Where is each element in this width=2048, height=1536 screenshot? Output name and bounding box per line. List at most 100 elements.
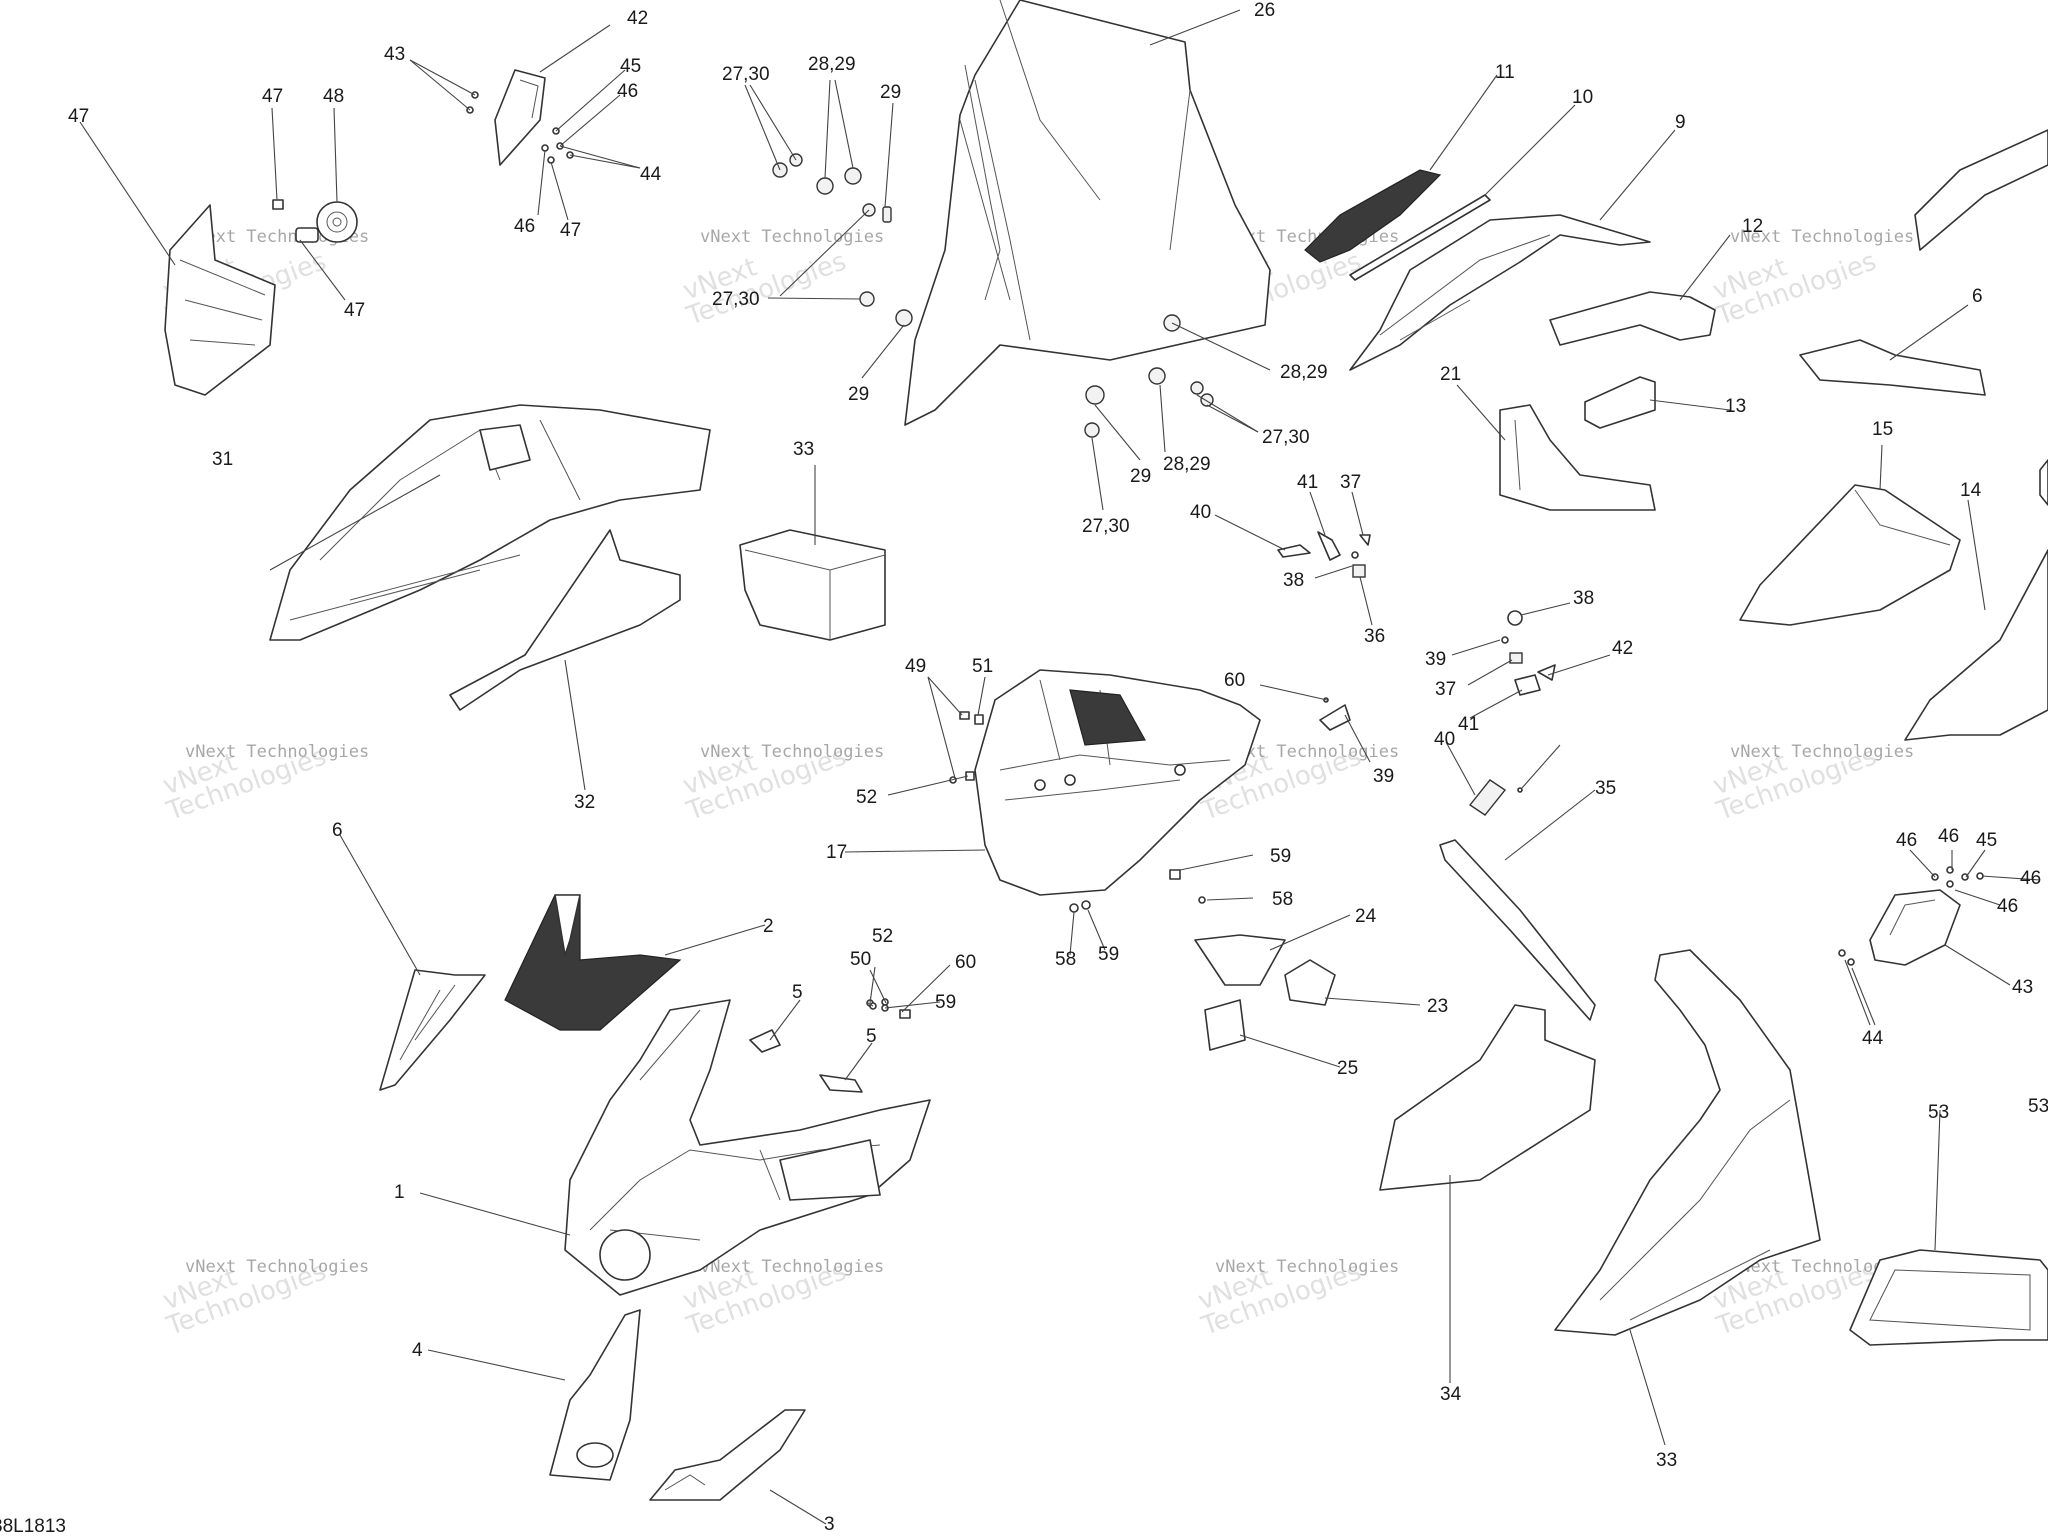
callout-53-a: 51 (972, 656, 993, 677)
svg-text:vNext Technologies: vNext Technologies (185, 1257, 369, 1277)
callout-15: 14 (1960, 480, 1982, 501)
part-51-reflector (316, 201, 358, 243)
callout-25: 25 (1337, 1058, 1358, 1079)
part-4-lower-cover (549, 1309, 641, 1481)
callout-44-top: 43 (384, 44, 405, 65)
part-1-hood (564, 999, 931, 1296)
svg-text:vNext Technologies: vNext Technologies (700, 1257, 884, 1277)
callout-59-b: 59 (1098, 944, 1119, 965)
part-right-edge (2039, 459, 2048, 506)
part-37-42-latches-mid (1468, 610, 1556, 816)
svg-text:vNext Technologies: vNext Technologies (700, 742, 884, 762)
callout-29-c: 29 (1130, 466, 1151, 487)
callout-24: 24 (1355, 906, 1377, 927)
callout-46-top: 45 (620, 56, 641, 77)
callout-27-30-b: 27,30 (712, 289, 760, 310)
callout-21: 17 (826, 842, 847, 863)
callout-58-a: 58 (1272, 889, 1293, 910)
part-17-panel (1739, 484, 1961, 626)
part-32-panel (449, 529, 681, 711)
callout-28-29-a: 28,29 (808, 54, 856, 75)
parts (164, 0, 2048, 1501)
part-fasteners-windshield (1084, 314, 1214, 438)
callout-6: 6 (332, 820, 343, 841)
svg-text:vNext Technologies: vNext Technologies (1730, 742, 1914, 762)
svg-text:vNext Technologies: vNext Technologies (1215, 742, 1399, 762)
part-48-mirror-housing (164, 204, 276, 396)
callout-51: 48 (323, 86, 344, 107)
leader-lines (79, 9, 2041, 1525)
part-33-foam-block (739, 529, 886, 641)
part-54-headlamp (1849, 1249, 2048, 1346)
callout-33: 33 (793, 439, 814, 460)
part-12-grille-strip (1304, 169, 1442, 263)
svg-text:vNext Technologies: vNext Technologies (185, 742, 369, 762)
callout-39-b: 39 (1425, 649, 1446, 670)
part-5-latch-b (819, 1074, 863, 1093)
callout-47-top: 46 (617, 81, 638, 102)
svg-text:vNext Technologies: vNext Technologies (1730, 1257, 1914, 1277)
part-13-deflector (1549, 291, 1716, 346)
callout-42-b: 42 (1612, 638, 1633, 659)
part-26-windshield (904, 0, 1271, 426)
watermark: vNext Technologies vNext Technologies (1709, 227, 1914, 332)
callout-27-30-c: 27,30 (1262, 427, 1310, 448)
part-36-strip (1439, 839, 1596, 1021)
svg-text:vNext Technologies: vNext Technologies (1215, 1257, 1399, 1277)
callout-37-a: 36 (1364, 626, 1385, 647)
watermark: vNext Technologies vNext Technologies (1709, 741, 1914, 827)
part-21-front-frame (974, 669, 1261, 896)
callout-39-a: 38 (1283, 570, 1304, 591)
callout-31: 31 (212, 449, 233, 470)
callout-27-30-a: 27,30 (722, 64, 770, 85)
part-6-side-trim (379, 969, 486, 1091)
part-5-latch-a (749, 1029, 781, 1053)
callout-41-a: 40 (1190, 502, 1211, 523)
callout-5-a: 5 (792, 982, 803, 1003)
callout-45-b: 45 (1976, 830, 1997, 851)
part-31-side-panel (269, 404, 711, 641)
callout-44-b: 44 (1862, 1028, 1884, 1049)
callout-46-d: 46 (1997, 896, 2018, 917)
callout-47-c: 46 (1938, 826, 1959, 847)
callout-13: 12 (1742, 216, 1763, 237)
callout-41-b: 41 (1458, 714, 1479, 735)
callout-26: 26 (1254, 0, 1275, 21)
callout-28-29-b: 28,29 (1280, 362, 1328, 383)
callout-10: 9 (1675, 112, 1686, 133)
callout-58-b: 58 (1055, 949, 1076, 970)
callout-43-top: 42 (627, 8, 648, 29)
part-58-59-clips (1069, 869, 1206, 913)
callout-59-c: 60 (955, 952, 976, 973)
part-37-42-latches-top (1277, 531, 1371, 578)
part-23-pad (1284, 959, 1336, 1006)
part-11-trim (1349, 194, 1491, 281)
callout-58-c: 59 (935, 992, 956, 1013)
watermark: vNext Technologies vNext Technologies (679, 227, 884, 332)
callout-40-a: 39 (1373, 766, 1394, 787)
callout-46-c: 46 (1896, 830, 1917, 851)
part-2-grille (504, 894, 682, 1031)
callout-28-29-c: 28,29 (1163, 454, 1211, 475)
callout-4: 4 (412, 1340, 423, 1361)
part-9-deflector (1799, 339, 1986, 396)
callout-5-b: 5 (866, 1026, 877, 1047)
callout-22: 21 (1440, 364, 1461, 385)
callout-47-d: 46 (2020, 868, 2041, 889)
part-49-bulb (295, 227, 319, 243)
callout-59-a: 59 (1270, 846, 1291, 867)
callout-3: 3 (824, 1514, 835, 1535)
callout-1: 1 (394, 1182, 405, 1203)
callout-56: 53 (2028, 1096, 2048, 1117)
part-50-screw (272, 199, 284, 210)
callout-46-bottom: 46 (514, 216, 535, 237)
part-40-60-bracket (1319, 697, 1351, 731)
callout-9: 6 (1972, 286, 1983, 307)
callout-34: 33 (1656, 1450, 1677, 1471)
callout-50: 47 (262, 86, 283, 107)
part-3-lower-cover (649, 1409, 806, 1501)
